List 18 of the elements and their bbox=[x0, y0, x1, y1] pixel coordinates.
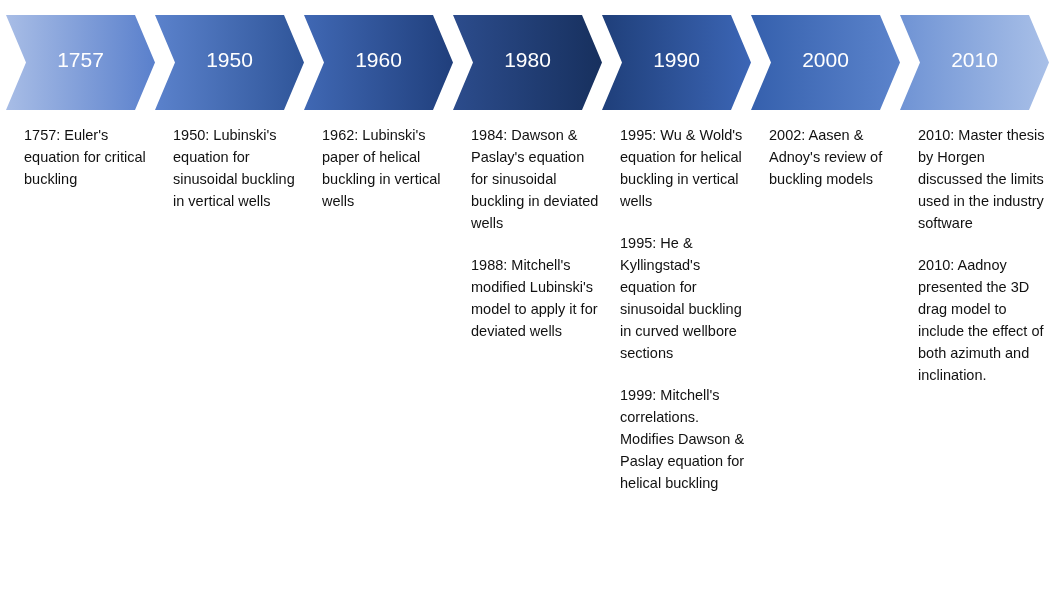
year-label: 1757 bbox=[56, 48, 105, 72]
event-description: 1995: Wu & Wold's equation for helical buckling in vertical wells bbox=[620, 126, 744, 211]
event-description: 2002: Aasen & Adnoy's review of buckling models bbox=[769, 126, 884, 189]
year-label: 2010 bbox=[950, 48, 999, 72]
year-label: 1960 bbox=[354, 48, 403, 72]
event-description: 1999: Mitchell's correlations. Modifies Dawson & Paslay equation for helical buckling bbox=[620, 386, 746, 493]
event-description: 2010: Aadnoy presented the 3D drag model to include the effect of both azimuth and inclination. bbox=[918, 256, 1045, 385]
event-description: 2010: Master thesis by Horgen discussed the limits used in the industry software bbox=[918, 126, 1046, 233]
year-label: 2000 bbox=[801, 48, 850, 72]
event-description: 1950: Lubinski's equation for sinusoidal buckling in vertical wells bbox=[173, 126, 296, 211]
event-description: 1757: Euler's equation for critical buckling bbox=[24, 126, 147, 189]
year-label: 1980 bbox=[503, 48, 552, 72]
event-description: 1962: Lubinski's paper of helical buckling in vertical wells bbox=[322, 126, 442, 211]
event-description: 1995: He & Kyllingstad's equation for sinusoidal buckling in curved wellbore sections bbox=[620, 234, 743, 363]
year-label: 1950 bbox=[205, 48, 254, 72]
event-description: 1988: Mitchell's modified Lubinski's model to apply it for deviated wells bbox=[471, 256, 599, 341]
year-label: 1990 bbox=[652, 48, 701, 72]
event-description: 1984: Dawson & Paslay's equation for sinusoidal buckling in deviated wells bbox=[471, 126, 599, 233]
